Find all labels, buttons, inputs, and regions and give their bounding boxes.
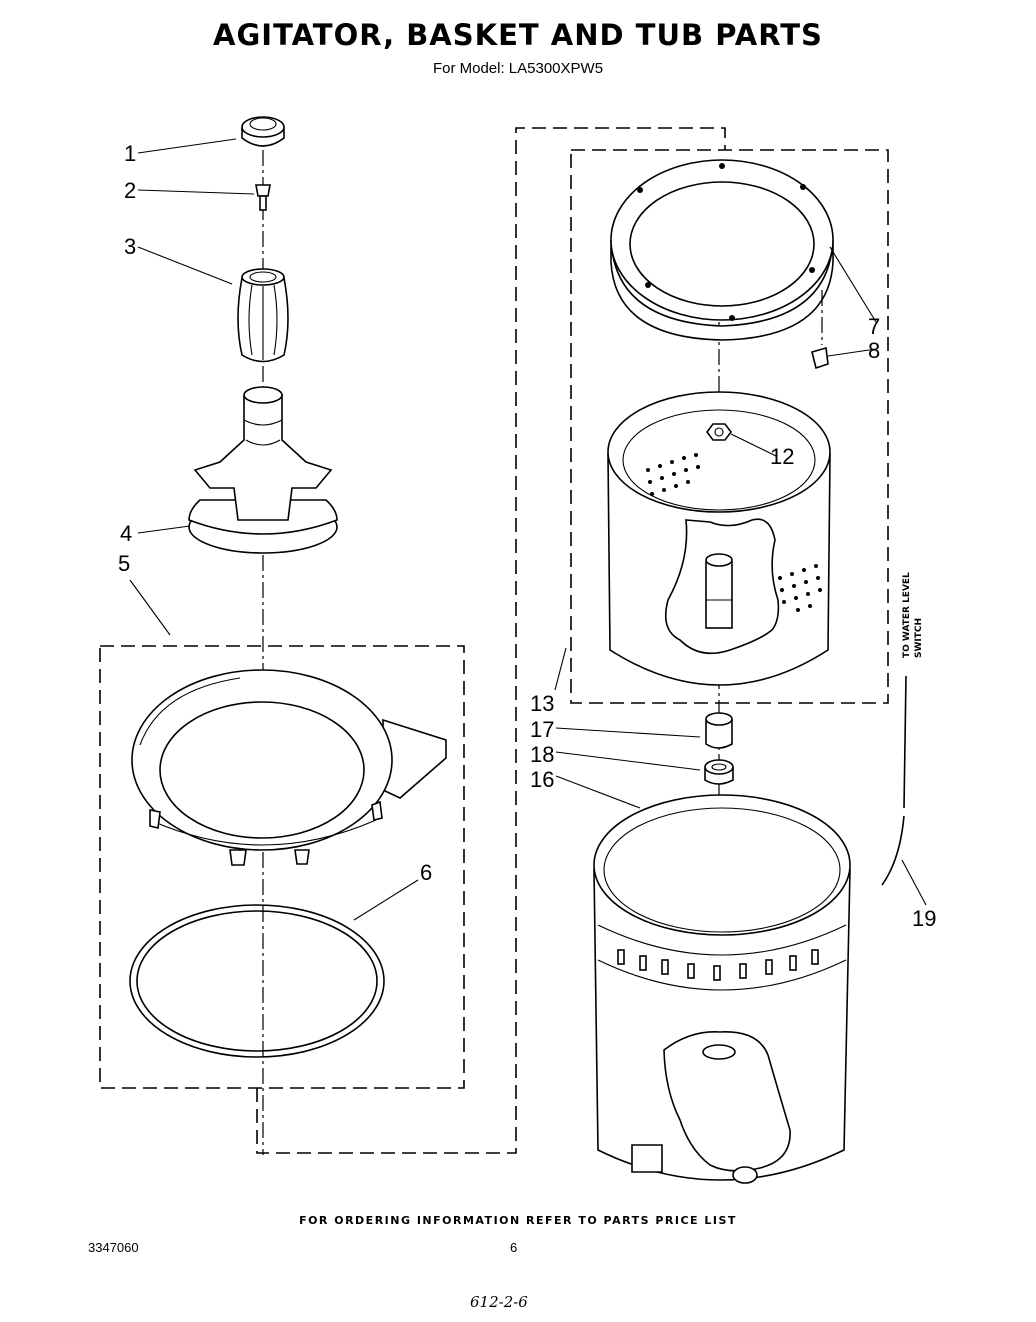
part-17-hub bbox=[705, 712, 733, 749]
part-3-agitator-extension bbox=[237, 268, 289, 363]
part-5-fill-ring bbox=[131, 669, 447, 866]
callout-8: 8 bbox=[868, 338, 880, 363]
tub-vent-slots bbox=[617, 949, 819, 981]
callout-12: 12 bbox=[770, 444, 794, 469]
callout-6: 6 bbox=[420, 860, 432, 885]
callout-13: 13 bbox=[530, 691, 554, 716]
part-1-agitator-cap bbox=[241, 116, 285, 147]
callout-18: 18 bbox=[530, 742, 554, 767]
callout-16: 16 bbox=[530, 767, 554, 792]
part-2-bolt bbox=[255, 184, 271, 211]
group-box-5 bbox=[99, 645, 465, 1089]
water-level-switch-note: TO WATER LEVEL SWITCH bbox=[902, 572, 924, 658]
water-level-note-line2: SWITCH bbox=[914, 618, 924, 658]
group-box-13 bbox=[570, 149, 889, 704]
leader-lines bbox=[129, 138, 927, 921]
handwritten-note: 612-2-6 bbox=[470, 1293, 528, 1311]
callout-4: 4 bbox=[120, 521, 132, 546]
page-title: AGITATOR, BASKET AND TUB PARTS bbox=[213, 18, 823, 52]
callout-17: 17 bbox=[530, 717, 554, 742]
page-number: 6 bbox=[510, 1240, 518, 1255]
part-6-seal-ring bbox=[129, 904, 385, 1058]
document-number: 3347060 bbox=[88, 1240, 139, 1255]
water-level-note-line1: TO WATER LEVEL bbox=[902, 572, 912, 658]
part-18-seal bbox=[704, 759, 734, 785]
callout-3: 3 bbox=[124, 234, 136, 259]
ordering-note: FOR ORDERING INFORMATION REFER TO PARTS … bbox=[299, 1214, 737, 1227]
part-12-nut bbox=[706, 423, 732, 441]
part-7-balance-ring bbox=[610, 159, 834, 341]
callout-19: 19 bbox=[912, 906, 936, 931]
callout-7: 7 bbox=[868, 314, 880, 339]
basket-perforations bbox=[646, 453, 822, 612]
part-16-tub bbox=[593, 794, 851, 1184]
part-4-agitator-base bbox=[188, 386, 338, 554]
model-subtitle: For Model: LA5300XPW5 bbox=[432, 60, 604, 77]
callout-1: 1 bbox=[124, 141, 136, 166]
assembly-connector bbox=[256, 127, 726, 1154]
callout-2: 2 bbox=[124, 178, 136, 203]
part-13-basket bbox=[607, 391, 831, 686]
part-19-hose bbox=[881, 675, 907, 886]
callout-5: 5 bbox=[118, 551, 130, 576]
part-8-clip bbox=[811, 290, 829, 370]
